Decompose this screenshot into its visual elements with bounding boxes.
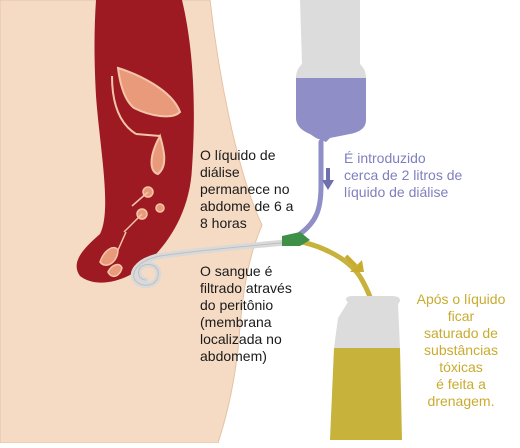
drain-bag-empty-part	[334, 296, 400, 348]
organ-stem-2	[131, 191, 149, 207]
organ-middle	[150, 133, 166, 176]
drainage-bag	[330, 296, 402, 440]
organ-follicle-2	[155, 203, 165, 213]
organ-stem-1	[135, 133, 161, 137]
tube-inflow	[297, 139, 324, 237]
label-blood-filtered: O sangue é filtrado através do peritônio…	[200, 263, 292, 364]
organ-large	[116, 66, 182, 118]
organ-stem-3	[123, 213, 143, 233]
dialysis-bag	[296, 0, 366, 142]
label-fluid-introduced: É introduzido cerca de 2 litros de líqui…	[344, 150, 463, 200]
bag-fluid	[296, 78, 366, 142]
abdominal-cavity	[76, 0, 194, 283]
organ-stem-4	[117, 231, 127, 251]
label-fluid-remains: O líquido de diálise permanece no abdome…	[200, 147, 294, 231]
organs	[99, 66, 182, 278]
organ-lower-2	[107, 263, 123, 278]
connector	[282, 232, 310, 246]
organ-upper-line	[111, 75, 137, 135]
catheter-outline	[133, 241, 291, 286]
down-arrow-icon	[322, 168, 334, 190]
label-drainage: Após o líquido ficar saturado de substân…	[416, 291, 506, 409]
drain-bag-fluid	[330, 348, 402, 440]
bag-empty-part	[296, 0, 366, 78]
drain-arrow-icon	[344, 254, 364, 272]
